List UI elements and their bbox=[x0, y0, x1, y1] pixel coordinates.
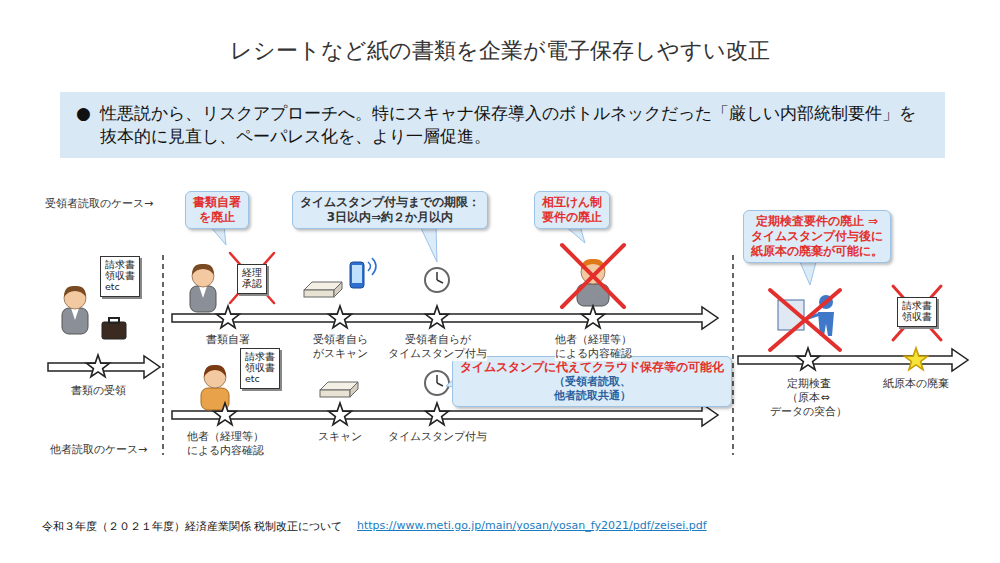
document-icon: 請求書 領収書 etc bbox=[240, 348, 280, 389]
timeline-arrows bbox=[48, 307, 968, 426]
callout-box: 定期検査要件の廃止 ⇒タイムスタンプ付与後に 紙原本の廃棄が可能に。 bbox=[743, 210, 891, 263]
callout-box: 書類自署 を廃止 bbox=[185, 191, 249, 229]
node-text: 書類自署 を廃止 bbox=[193, 195, 241, 225]
step-label: 受領者自ら がスキャン bbox=[313, 333, 368, 361]
caption: 令和３年度（２０２１年度）経済産業関係 税制改正について bbox=[42, 519, 343, 534]
callout-box: タイムスタンプ付与までの期限： 3日以内⇒約２か月以内 bbox=[292, 191, 488, 229]
callout-box: タイムスタンプに代えてクラウド保存等の可能化（受領者読取、他者読取共通） bbox=[452, 356, 732, 407]
document-icon: 請求書 領収書 etc bbox=[100, 256, 140, 297]
step-label: 書類自署 bbox=[206, 333, 250, 347]
step-label: タイムスタンプ付与 bbox=[388, 430, 487, 444]
node-text: 請求書 領収書 etc bbox=[105, 260, 135, 293]
step-label: 定期検査 （原本⇔データの突合） bbox=[770, 377, 847, 418]
node-text: （受領者読取、他者読取共通） bbox=[554, 375, 631, 403]
node-text: 定期検査要件の廃止 ⇒タイムスタンプ付与後に 紙原本の廃棄が可能に。 bbox=[751, 214, 883, 259]
step-label: スキャン bbox=[318, 430, 362, 444]
step-label: 紙原本の廃棄 bbox=[883, 377, 949, 391]
summary-band: 性悪説から、リスクアプローチへ。特にスキャナ保存導入のボトルネックだった「厳しい… bbox=[60, 92, 945, 158]
step-label: 他者（経理等） による内容確認 bbox=[555, 333, 632, 361]
callout-box: 相互けん制 要件の廃止 bbox=[534, 191, 610, 229]
step-star bbox=[87, 306, 820, 425]
step-label: 他者読取のケース→ bbox=[50, 443, 147, 457]
step-label: 他者（経理等） による内容確認 bbox=[187, 430, 264, 458]
node-text: 請求書 領収書 etc bbox=[245, 352, 275, 385]
node-text: タイムスタンプに代えてクラウド保存等の可能化 bbox=[460, 360, 724, 375]
document-icon: 経理 承認 bbox=[237, 264, 267, 294]
source-url: https://www.meti.go.jp/main/yosan/yosan_… bbox=[357, 519, 707, 532]
node-text: 経理 承認 bbox=[242, 268, 262, 290]
step-label: 受領者読取のケース→ bbox=[45, 197, 153, 211]
node-text: 性悪説から、リスクアプローチへ。特にスキャナ保存導入のボトルネックだった「厳しい… bbox=[100, 102, 925, 148]
document-icon: 請求書 領収書 bbox=[897, 297, 937, 327]
bullet: ● bbox=[76, 102, 91, 125]
diagram-title: レシートなど紙の書類を企業が電子保存しやすい改正 bbox=[0, 36, 1000, 66]
node-text: 相互けん制 要件の廃止 bbox=[542, 195, 602, 225]
separator-line bbox=[732, 255, 734, 455]
node-text: タイムスタンプ付与までの期限： 3日以内⇒約２か月以内 bbox=[300, 195, 480, 225]
node-text: 請求書 領収書 bbox=[902, 301, 932, 323]
separator-line bbox=[162, 255, 164, 455]
step-label: 書類の受領 bbox=[71, 384, 126, 398]
step-label: 受領者自らが タイムスタンプ付与 bbox=[388, 333, 487, 361]
